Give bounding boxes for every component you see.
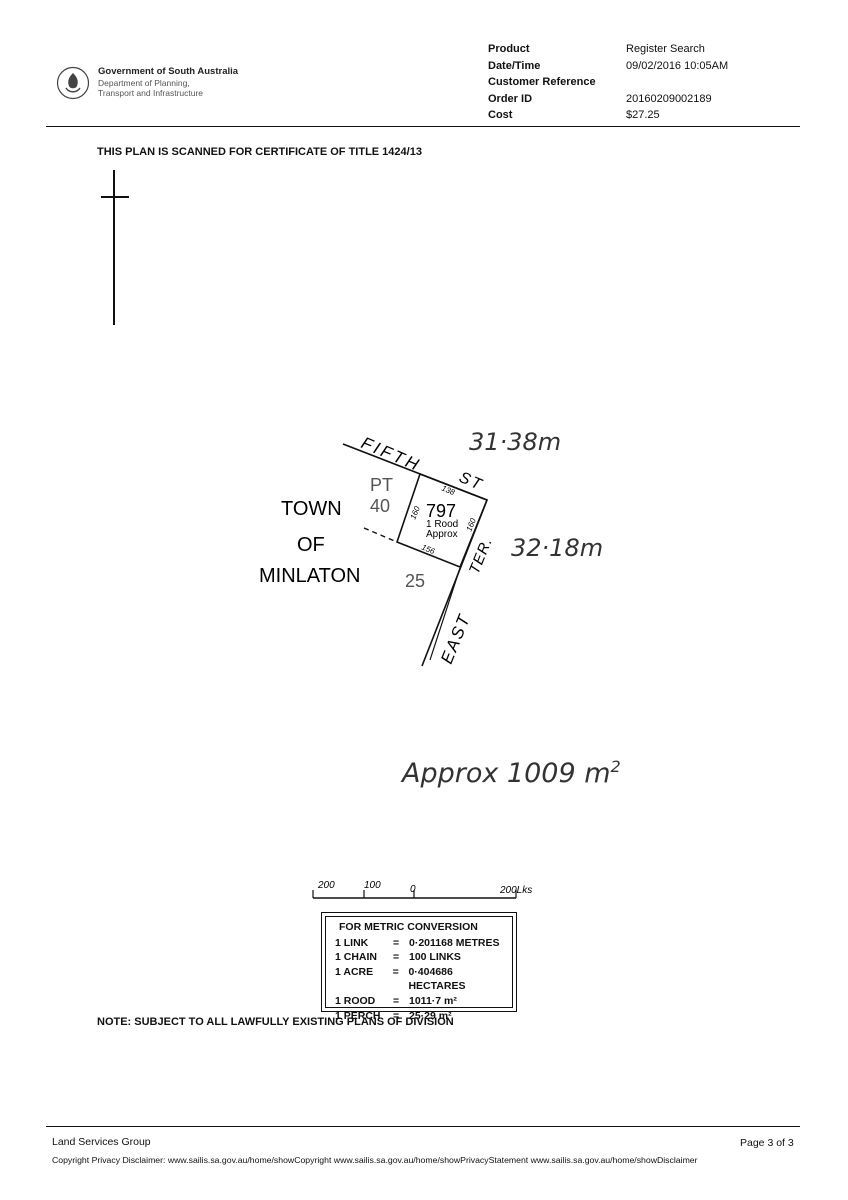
meta-value: 09/02/2016 10:05AM — [626, 59, 729, 72]
conversion-value: 0·201168 METRES — [409, 936, 500, 949]
conversion-row: 1 CHAIN = 100 LINKS — [335, 950, 512, 965]
town-line-2: OF — [297, 534, 325, 556]
street-fifth-label: FIFTH — [358, 433, 424, 475]
lot-south-number: 25 — [405, 571, 425, 591]
dim-left: 160 — [409, 504, 423, 520]
meta-row-product: Product Register Search — [488, 41, 728, 58]
handwritten-area-text: Approx 1009 m — [400, 758, 611, 789]
metric-conversion-table: FOR METRIC CONVERSION 1 LINK = 0·201168 … — [321, 912, 517, 1022]
department-line-2: Transport and Infrastructure — [98, 88, 204, 98]
conversion-equals: = — [393, 1009, 400, 1022]
conversion-equals: = — [393, 936, 400, 949]
conversion-unit: 1 ROOD — [335, 994, 376, 1007]
handwritten-area: Approx 1009 m2 — [400, 757, 621, 789]
dim-top: 138 — [440, 484, 456, 498]
organisation-block: Government of South Australia Department… — [98, 66, 238, 98]
adjacent-lot-pt: PT — [370, 475, 393, 495]
meta-label: Cost — [488, 109, 513, 121]
lot-797-outline — [395, 472, 489, 569]
meta-label: Order ID — [488, 92, 533, 105]
organisation-name: Government of South Australia — [98, 66, 239, 77]
meta-label: Date/Time — [488, 59, 541, 72]
sa-government-crest-icon — [56, 66, 90, 100]
scale-label-200-links: 200Lks — [499, 885, 532, 896]
adjacent-lot-number: 40 — [370, 496, 390, 516]
conversion-equals: = — [392, 965, 399, 978]
plan-title: THIS PLAN IS SCANNED FOR CERTIFICATE OF … — [97, 146, 422, 158]
scale-bar: 200 100 0 200Lks — [312, 880, 532, 899]
meta-value: $27.25 — [626, 109, 660, 121]
conversion-unit: 1 PERCH — [335, 1009, 381, 1022]
conversion-value: 1011·7 m² — [409, 994, 457, 1007]
handwritten-top-dimension: 31·38m — [469, 428, 561, 456]
meta-row-datetime: Date/Time 09/02/2016 10:05AM — [488, 58, 728, 75]
town-line-1: TOWN — [281, 498, 342, 520]
conversion-row: 1 LINK = 0·201168 METRES — [335, 936, 512, 951]
town-line-3: MINLATON — [259, 565, 361, 587]
conversion-value: 0·404686 HECTARES — [408, 965, 466, 993]
conversion-unit: 1 ACRE — [335, 965, 374, 978]
east-terrace-lower — [429, 567, 461, 661]
dim-bottom: 156 — [420, 543, 436, 557]
conversion-equals: = — [393, 951, 400, 964]
meta-value: 20160209002189 — [626, 92, 712, 105]
handwritten-right-dimension: 32·18m — [511, 534, 603, 562]
conversion-heading: FOR METRIC CONVERSION — [339, 921, 478, 933]
header-divider — [46, 126, 800, 127]
scale-label-200: 200 — [317, 880, 335, 891]
conversion-row: 1 ACRE = 0·404686 HECTARES — [335, 965, 512, 994]
conversion-value: 100 LINKS — [409, 951, 461, 964]
scale-label-0: 0 — [410, 884, 416, 895]
dim-right: 160 — [465, 516, 479, 532]
footer-divider — [46, 1126, 800, 1127]
meta-label: Customer Reference — [488, 76, 596, 88]
page-number: Page 3 of 3 — [740, 1137, 794, 1149]
lot-area-line1: 1 Rood — [426, 519, 458, 530]
meta-row-cost: Cost $27.25 — [488, 107, 728, 124]
handwritten-area-sup: 2 — [611, 757, 621, 776]
scale-label-100: 100 — [364, 880, 381, 891]
conversion-equals: = — [393, 994, 400, 1007]
footer-group: Land Services Group — [52, 1136, 151, 1148]
lot-boundary-dashed — [363, 527, 398, 543]
order-meta: Product Register Search Date/Time 09/02/… — [488, 41, 728, 124]
conversion-unit: 1 CHAIN — [335, 951, 378, 964]
conversion-row: 1 PERCH = 25·29 m² — [335, 1009, 512, 1024]
conversion-unit: 1 LINK — [335, 936, 369, 949]
street-east-label: EAST — [437, 611, 474, 667]
lot-number: 797 — [426, 501, 456, 521]
plan-note: NOTE: SUBJECT TO ALL LAWFULLY EXISTING P… — [97, 1016, 454, 1028]
north-arrow-icon — [101, 170, 129, 325]
department-line-1: Department of Planning, — [98, 78, 190, 88]
meta-row-order-id: Order ID 20160209002189 — [488, 91, 728, 108]
meta-value: Register Search — [626, 43, 705, 55]
lot-area-line2: Approx — [426, 529, 458, 540]
meta-row-customer-reference: Customer Reference — [488, 74, 728, 91]
meta-label: Product — [488, 43, 530, 55]
conversion-row: 1 ROOD = 1011·7 m² — [335, 994, 512, 1009]
footer-disclaimer: Copyright Privacy Disclaimer: www.sailis… — [52, 1155, 698, 1165]
conversion-value: 25·29 m² — [409, 1009, 452, 1022]
